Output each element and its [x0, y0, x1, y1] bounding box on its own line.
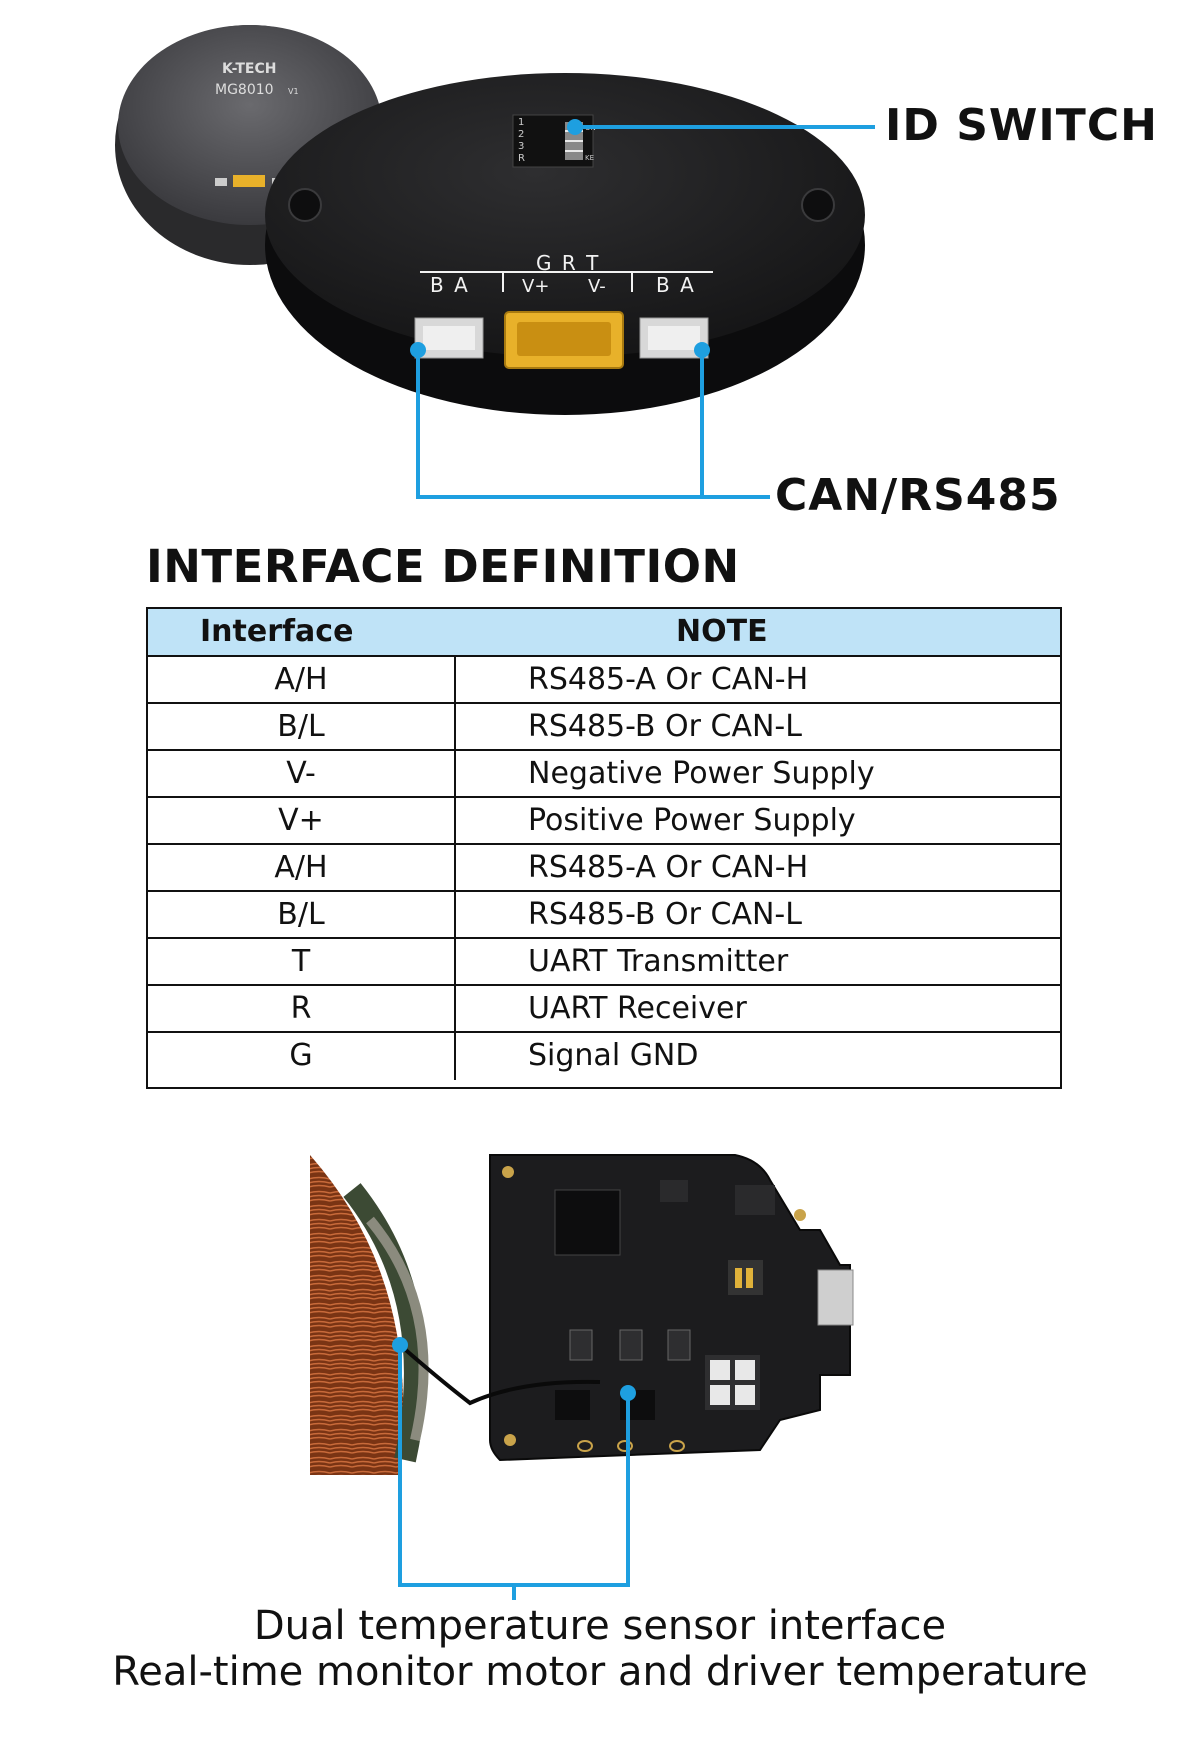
switch-label-3: 3	[518, 141, 524, 152]
table-row: V- Negative Power Supply	[148, 751, 1060, 798]
motor-large-view: 1 2 3 R ON KE G R T B A V+ V- B A	[265, 73, 865, 415]
port-labels: G R T B A V+ V- B A	[420, 251, 713, 297]
header-note: NOTE	[676, 614, 768, 649]
switch-ke-label: KE	[585, 154, 594, 162]
driver-sensor-marker	[620, 1385, 636, 1401]
header-interface: Interface	[200, 614, 354, 649]
cell-note: RS485-A Or CAN-H	[528, 662, 809, 697]
cell-note: Positive Power Supply	[528, 803, 856, 838]
table-row: G Signal GND	[148, 1033, 1060, 1080]
driver-pcb	[398, 1154, 854, 1462]
caption: Dual temperature sensor interface Real-t…	[0, 1603, 1200, 1695]
cell-note: RS485-B Or CAN-L	[528, 897, 802, 932]
can-connector-left	[414, 317, 484, 359]
table-header: Interface NOTE	[148, 609, 1060, 657]
cell-note: Signal GND	[528, 1038, 699, 1073]
motor-brand-label: K-TECH	[222, 61, 277, 77]
id-switch: 1 2 3 R ON KE	[512, 114, 596, 168]
motor-model-label: MG8010	[215, 82, 274, 98]
cell-interface: G	[148, 1033, 456, 1080]
caption-line2: Real-time monitor motor and driver tempe…	[112, 1649, 1088, 1695]
port-label-grt: G R T	[536, 251, 600, 275]
cell-interface: V-	[148, 751, 456, 796]
cell-note: UART Receiver	[528, 991, 747, 1026]
port-label-ba-right: B A	[656, 273, 696, 297]
cell-interface: B/L	[148, 704, 456, 749]
table-row: B/L RS485-B Or CAN-L	[148, 704, 1060, 751]
motor-version-label: V1	[288, 87, 299, 96]
cell-interface: B/L	[148, 892, 456, 937]
cell-note: Negative Power Supply	[528, 756, 875, 791]
port-label-vminus: V-	[588, 276, 606, 297]
table-row: A/H RS485-A Or CAN-H	[148, 845, 1060, 892]
motor-stator	[310, 1155, 429, 1475]
motor-photo: K-TECH MG8010 V1 1 2 3 R ON KE	[115, 25, 875, 499]
switch-label-1: 1	[518, 117, 524, 128]
table-row: V+ Positive Power Supply	[148, 798, 1060, 845]
cell-interface: R	[148, 986, 456, 1031]
port-label-ba-left: B A	[430, 273, 470, 297]
table-row: B/L RS485-B Or CAN-L	[148, 892, 1060, 939]
can-leader	[416, 350, 770, 499]
can-marker-left	[410, 342, 426, 358]
switch-label-2: 2	[518, 129, 524, 140]
table-row: A/H RS485-A Or CAN-H	[148, 657, 1060, 704]
cell-interface: V+	[148, 798, 456, 843]
table-row: T UART Transmitter	[148, 939, 1060, 986]
driver-board-photo	[310, 1154, 854, 1600]
cell-interface: A/H	[148, 845, 456, 890]
id-switch-callout: ID SWITCH	[885, 100, 1158, 151]
power-connector	[504, 311, 624, 369]
stator-sensor-marker	[392, 1337, 408, 1353]
cell-interface: T	[148, 939, 456, 984]
switch-label-r: R	[518, 153, 525, 164]
can-rs485-callout: CAN/RS485	[775, 470, 1061, 521]
cell-note: RS485-B Or CAN-L	[528, 709, 802, 744]
can-marker-right	[694, 342, 710, 358]
cell-interface: A/H	[148, 657, 456, 702]
cell-note: UART Transmitter	[528, 944, 789, 979]
port-label-vplus: V+	[522, 276, 549, 297]
table-row: R UART Receiver	[148, 986, 1060, 1033]
temp-sensor-leader	[398, 1345, 630, 1600]
section-title: INTERFACE DEFINITION	[146, 540, 740, 593]
caption-line1: Dual temperature sensor interface	[253, 1603, 947, 1649]
cell-note: RS485-A Or CAN-H	[528, 850, 809, 885]
id-switch-marker	[567, 119, 583, 135]
